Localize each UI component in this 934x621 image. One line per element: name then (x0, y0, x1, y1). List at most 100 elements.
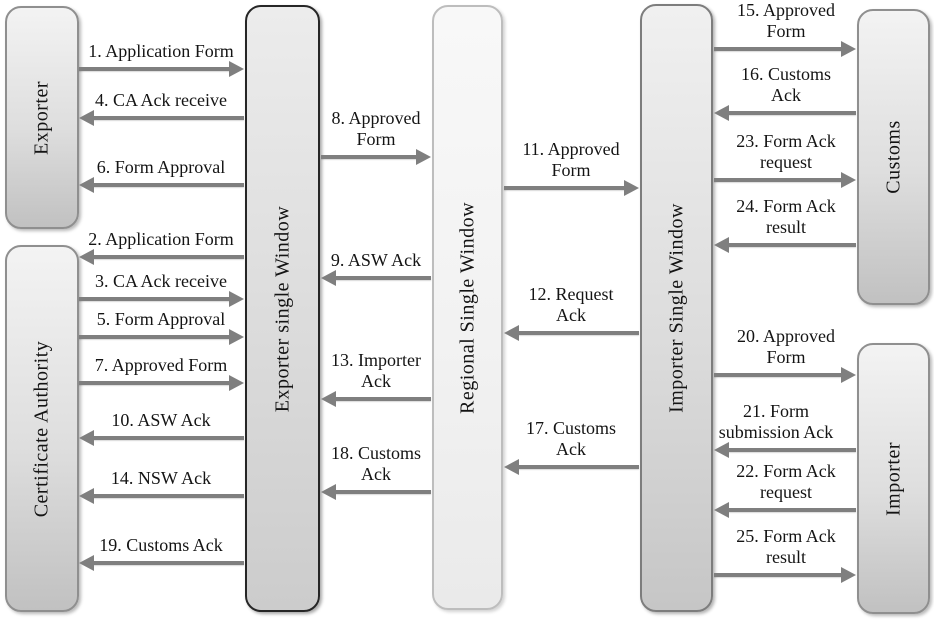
message-label-16-line-1: 16. Customs (740, 64, 832, 84)
message-label-1-line-1: 1. Application Form (88, 41, 234, 61)
message-arrow-line-18 (334, 490, 431, 494)
message-label-19: 19. Customs Ack (0, 535, 361, 556)
message-arrow-line-6 (92, 183, 244, 187)
message-arrowhead-20-right-icon (841, 367, 856, 383)
message-arrowhead-14-left-icon (79, 488, 94, 504)
message-arrowhead-15-right-icon (841, 41, 856, 57)
message-label-18-line-2: Ack (361, 464, 391, 484)
message-label-19-line-1: 19. Customs Ack (99, 535, 223, 555)
message-arrow-line-15 (714, 47, 843, 51)
message-label-5-line-1: 5. Form Approval (96, 309, 226, 329)
message-arrowhead-25-right-icon (841, 567, 856, 583)
entity-box-customs: Customs (857, 9, 930, 305)
message-label-14: 14. NSW Ack (0, 468, 361, 489)
entity-box-regional-single-window: Regional Single Window (432, 5, 503, 610)
message-label-14-line-1: 14. NSW Ack (110, 468, 212, 488)
message-label-21-line-2: submission Ack (718, 422, 834, 442)
message-arrowhead-7-right-icon (229, 375, 244, 391)
message-arrow-line-4 (92, 116, 244, 120)
message-label-7: 7. Approved Form (0, 355, 361, 376)
message-label-4-line-1: 4. CA Ack receive (95, 90, 227, 110)
message-arrowhead-12-left-icon (504, 325, 519, 341)
message-arrow-line-20 (714, 373, 843, 377)
message-arrowhead-23-right-icon (841, 172, 856, 188)
message-label-2: 2. Application Form (0, 229, 361, 250)
message-arrow-line-5 (79, 335, 231, 339)
message-label-8-line-2: Form (356, 129, 396, 149)
message-label-6-line-1: 6. Form Approval (96, 157, 226, 177)
message-arrow-line-25 (714, 573, 843, 577)
message-arrowhead-11-right-icon (624, 180, 639, 196)
message-arrow-line-17 (517, 465, 639, 469)
message-label-11-line-2: Form (551, 160, 591, 180)
message-label-17-line-2: Ack (556, 439, 586, 459)
message-arrowhead-24-left-icon (714, 237, 729, 253)
message-arrow-line-2 (92, 255, 244, 259)
message-label-1: 1. Application Form (0, 41, 361, 62)
message-arrow-line-14 (92, 494, 244, 498)
message-arrow-line-23 (714, 178, 843, 182)
message-label-21-line-1: 21. Form (742, 401, 809, 421)
message-label-20-line-1: 20. Approved (737, 326, 835, 346)
entity-box-exporter-single-window: Exporter single Window (245, 5, 320, 612)
message-arrow-line-8 (321, 155, 418, 159)
message-label-2-line-1: 2. Application Form (88, 229, 234, 249)
message-arrow-line-9 (334, 276, 431, 280)
message-label-22-line-1: 22. Form Ack (736, 461, 836, 481)
message-label-10: 10. ASW Ack (0, 410, 361, 431)
message-arrow-line-11 (504, 186, 626, 190)
message-arrowhead-5-right-icon (229, 329, 244, 345)
message-arrowhead-18-left-icon (321, 484, 336, 500)
message-label-6: 6. Form Approval (0, 157, 361, 178)
message-arrow-line-19 (92, 561, 244, 565)
entity-box-exporter: Exporter (5, 6, 79, 229)
message-arrowhead-21-left-icon (714, 442, 729, 458)
message-label-17-line-1: 17. Customs (525, 418, 617, 438)
message-arrow-line-1 (79, 67, 231, 71)
message-label-15-line-1: 15. Approved (737, 0, 835, 20)
message-label-13-line-2: Ack (361, 371, 391, 391)
message-label-20-line-2: Form (766, 347, 806, 367)
message-arrowhead-19-left-icon (79, 555, 94, 571)
message-arrowhead-8-right-icon (416, 149, 431, 165)
message-arrowhead-2-left-icon (79, 249, 94, 265)
message-arrowhead-9-left-icon (321, 270, 336, 286)
message-arrowhead-13-left-icon (321, 391, 336, 407)
message-arrowhead-16-left-icon (714, 105, 729, 121)
message-arrowhead-17-left-icon (504, 459, 519, 475)
entity-box-certificate-authority: Certificate Authority (5, 245, 79, 612)
message-arrowhead-10-left-icon (79, 430, 94, 446)
message-label-12-line-2: Ack (556, 305, 586, 325)
message-label-4: 4. CA Ack receive (0, 90, 361, 111)
message-label-12-line-1: 12. Request (528, 284, 614, 304)
entity-box-importer-single-window: Importer Single Window (640, 4, 713, 612)
message-arrowhead-3-right-icon (229, 291, 244, 307)
message-label-13-line-1: 13. Importer (331, 350, 421, 370)
message-label-23-line-1: 23. Form Ack (736, 131, 836, 151)
message-arrow-line-24 (727, 243, 856, 247)
message-arrowhead-4-left-icon (79, 110, 94, 126)
message-arrow-line-22 (727, 508, 856, 512)
message-arrowhead-1-right-icon (229, 61, 244, 77)
message-arrow-line-21 (727, 448, 856, 452)
message-arrow-line-10 (92, 436, 244, 440)
message-arrow-line-3 (79, 297, 231, 301)
message-label-3-line-1: 3. CA Ack receive (95, 271, 227, 291)
message-label-7-line-1: 7. Approved Form (94, 355, 228, 375)
message-label-3: 3. CA Ack receive (0, 271, 361, 292)
message-label-18-line-1: 18. Customs (330, 443, 422, 463)
message-arrow-line-16 (727, 111, 856, 115)
